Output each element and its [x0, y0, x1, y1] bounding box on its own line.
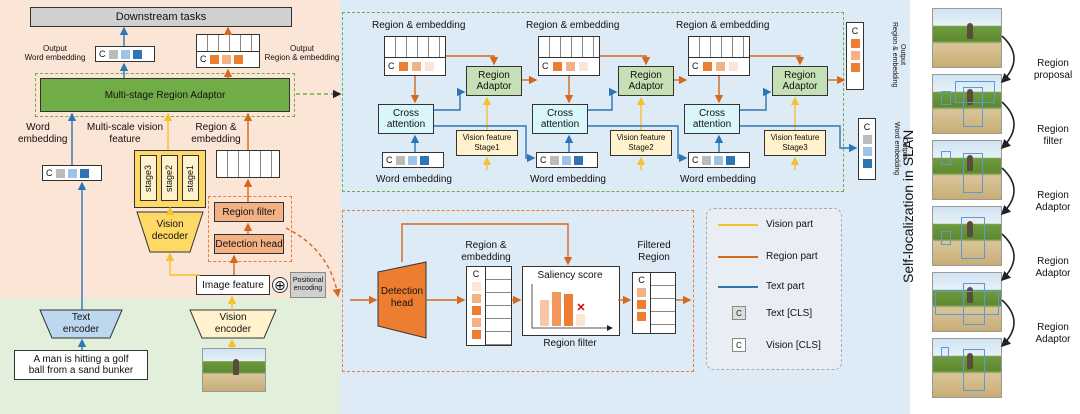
region-embedding-label: Region & embedding [461, 240, 511, 263]
cross-attention-box: Cross attention [684, 104, 740, 134]
output-region-label: Output Region & embedding [891, 22, 906, 88]
region-filter-box: Region filter [214, 202, 284, 222]
region-embedding-tokens [216, 150, 280, 178]
region-embedding-label: Region & embedding [372, 20, 466, 31]
vision-feature-stage-box: Vision feature Stage1 [456, 130, 518, 156]
legend-item-vision: Vision part [716, 218, 836, 232]
region-filter-label: Region filter [543, 338, 597, 349]
word-embedding-label: Word embedding [530, 174, 606, 185]
output-region-tokens: C [196, 34, 260, 68]
word-tokens: C [536, 152, 598, 168]
detection-head-box: Detection head [214, 234, 284, 254]
adaptor-detail-frame [342, 12, 844, 192]
output-region-column: C [846, 22, 864, 90]
region-filter-detail-frame [342, 210, 694, 372]
step-image-5 [932, 272, 1002, 332]
candidate-region-tokens: C [466, 266, 512, 346]
step-label-1: Region proposal [1033, 58, 1073, 81]
legend-item-vision-cls: C Vision [CLS] [716, 338, 836, 354]
step-image-3 [932, 140, 1002, 200]
word-embedding-tokens: C [42, 165, 102, 181]
region-tokens: C [384, 36, 446, 76]
multi-scale-label: Multi-scale vision feature [86, 122, 164, 145]
output-word-label: Output Word embedding [893, 122, 908, 176]
word-tokens: C [688, 152, 750, 168]
text-encoder-label: Text encoder [62, 312, 100, 335]
rejected-mark-icon: ✕ [576, 302, 586, 314]
region-detection-group [208, 196, 292, 262]
output-word-label: Output Word embedding [24, 44, 86, 62]
legend-item-region: Region part [716, 250, 836, 264]
step-label-5: Region Adaptor [1035, 322, 1071, 345]
step-image-4 [932, 206, 1002, 266]
vision-feature-stage-box: Vision feature Stage3 [764, 130, 826, 156]
region-adaptor-box: Region Adaptor [618, 66, 674, 96]
region-embedding-label: Region & embedding [191, 122, 241, 145]
region-adaptor-box: Region Adaptor [772, 66, 828, 96]
legend-panel [706, 208, 842, 370]
saliency-bar-2 [552, 292, 561, 326]
region-embedding-label: Region & embedding [676, 20, 770, 31]
text-cls-token: C [99, 49, 106, 59]
vision-encoder-label: Vision encoder [214, 312, 252, 335]
detection-head-label: Detection head [380, 286, 424, 309]
word-embedding-label: Word embedding [18, 122, 68, 145]
region-embedding-label: Region & embedding [526, 20, 620, 31]
positional-encoding-box: Positional encoding [290, 272, 326, 298]
vision-decoder-label: Vision decoder [151, 219, 189, 242]
legend-item-text: Text part [716, 280, 836, 294]
text-cls-token: C [46, 168, 53, 178]
region-tokens: C [688, 36, 750, 76]
saliency-bar-1 [540, 300, 549, 326]
downstream-tasks-box: Downstream tasks [30, 7, 292, 27]
word-tokens: C [382, 152, 444, 168]
region-tokens: C [538, 36, 600, 76]
step-label-3: Region Adaptor [1035, 190, 1071, 213]
saliency-bar-3 [564, 294, 573, 326]
caption-box: A man is hitting a golf ball from a sand… [14, 350, 148, 380]
legend-item-text-cls: C Text [CLS] [716, 306, 836, 322]
image-feature-box: Image feature [196, 275, 270, 295]
output-word-tokens: C [95, 46, 155, 62]
step-image-2 [932, 74, 1002, 134]
input-golf-image [202, 348, 266, 392]
multi-stage-region-adaptor: Multi-stage Region Adaptor [35, 73, 295, 117]
step-label-4: Region Adaptor [1035, 256, 1071, 279]
word-embedding-label: Word embedding [376, 174, 452, 185]
cross-attention-box: Cross attention [378, 104, 434, 134]
step-image-6 [932, 338, 1002, 398]
saliency-score-label: Saliency score [537, 270, 603, 281]
vision-feature-stage-box: Vision feature Stage2 [610, 130, 672, 156]
vision-cls-token: C [200, 54, 207, 64]
filtered-region-tokens: C [632, 272, 676, 334]
region-adaptor-box: Region Adaptor [466, 66, 522, 96]
output-region-label: Output Region & embedding [264, 44, 340, 62]
output-word-column: C [858, 118, 876, 180]
filtered-region-label: Filtered Region [637, 240, 671, 263]
saliency-bar-4 [576, 314, 585, 326]
step-image-1 [932, 8, 1002, 68]
word-embedding-label: Word embedding [680, 174, 756, 185]
cross-attention-box: Cross attention [532, 104, 588, 134]
step-label-2: Region filter [1037, 124, 1069, 147]
positional-add-icon: ⊕ [272, 277, 288, 293]
